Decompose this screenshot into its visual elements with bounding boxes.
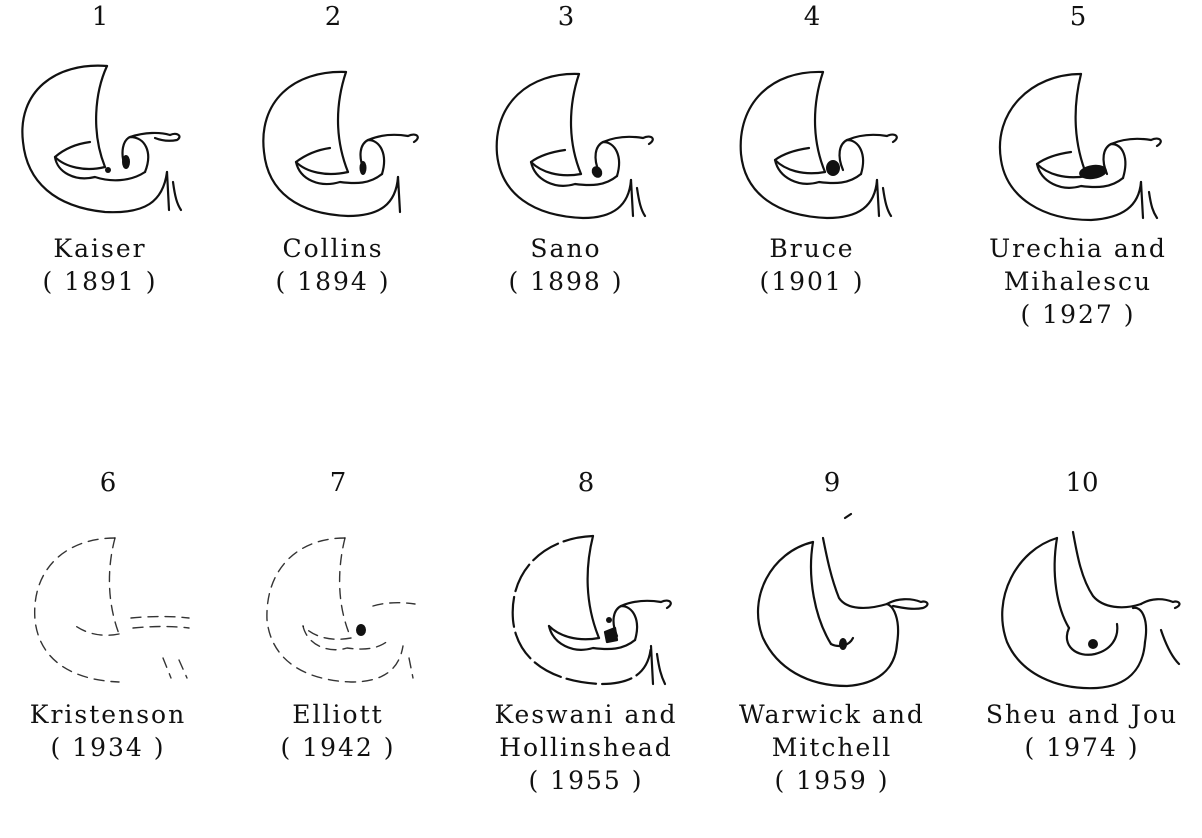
lesion-mark bbox=[605, 628, 617, 642]
author-name-2: Mihalescu bbox=[958, 265, 1198, 298]
author-name: Sheu and Jou bbox=[962, 698, 1202, 731]
panel-3: 3 Sano ( 1898 ) bbox=[446, 2, 686, 298]
panel-4: 4 Bruce (1901 ) bbox=[692, 2, 932, 298]
author-name: Warwick and bbox=[712, 698, 952, 731]
author-name: Elliott bbox=[218, 698, 458, 731]
author-name: Bruce bbox=[692, 232, 932, 265]
panel-number: 8 bbox=[466, 468, 706, 498]
caption: Collins ( 1894 ) bbox=[213, 232, 453, 298]
panel-8: 8 Keswani and Hollinshead ( 1955 ) bbox=[466, 468, 706, 797]
panel-6: 6 Kristenson ( 1934 ) bbox=[0, 468, 228, 764]
year: ( 1927 ) bbox=[958, 298, 1198, 331]
panel-number: 3 bbox=[446, 2, 686, 32]
lesion-mark-small bbox=[606, 617, 612, 623]
spinal-cord-section-drawing bbox=[973, 32, 1183, 232]
year: ( 1974 ) bbox=[962, 731, 1202, 764]
panel-number: 6 bbox=[0, 468, 228, 498]
panel-number: 7 bbox=[218, 468, 458, 498]
year: ( 1942 ) bbox=[218, 731, 458, 764]
lesion-mark-small bbox=[105, 167, 111, 173]
spinal-cord-section-drawing bbox=[3, 498, 213, 698]
panel-number: 5 bbox=[958, 2, 1198, 32]
lesion-mark bbox=[356, 624, 366, 636]
year: ( 1894 ) bbox=[213, 265, 453, 298]
spinal-cord-section-drawing bbox=[0, 32, 205, 232]
spinal-cord-section-drawing bbox=[481, 498, 691, 698]
panel-10: 10 Sheu and Jou ( 1974 ) bbox=[962, 468, 1202, 764]
caption: Elliott ( 1942 ) bbox=[218, 698, 458, 764]
caption: Sheu and Jou ( 1974 ) bbox=[962, 698, 1202, 764]
panel-number: 10 bbox=[962, 468, 1202, 498]
spinal-cord-section-drawing bbox=[707, 32, 917, 232]
author-name: Keswani and bbox=[466, 698, 706, 731]
panel-number: 4 bbox=[692, 2, 932, 32]
caption: Sano ( 1898 ) bbox=[446, 232, 686, 298]
year: ( 1934 ) bbox=[0, 731, 228, 764]
author-name: Kristenson bbox=[0, 698, 228, 731]
year: ( 1959 ) bbox=[712, 764, 952, 797]
caption: Warwick and Mitchell ( 1959 ) bbox=[712, 698, 952, 797]
spinal-cord-section-drawing bbox=[461, 32, 671, 232]
panel-5: 5 Urechia and Mihalescu ( 1927 ) bbox=[958, 2, 1198, 331]
caption: Kaiser ( 1891 ) bbox=[0, 232, 220, 298]
panel-7: 7 Elliott ( 1942 ) bbox=[218, 468, 458, 764]
caption: Urechia and Mihalescu ( 1927 ) bbox=[958, 232, 1198, 331]
year: ( 1955 ) bbox=[466, 764, 706, 797]
panel-number: 2 bbox=[213, 2, 453, 32]
panel-number: 9 bbox=[712, 468, 952, 498]
lesion-mark bbox=[122, 155, 130, 169]
author-name-2: Hollinshead bbox=[466, 731, 706, 764]
year: ( 1891 ) bbox=[0, 265, 220, 298]
lesion-mark bbox=[826, 160, 840, 176]
author-name: Collins bbox=[213, 232, 453, 265]
spinal-cord-section-drawing bbox=[233, 498, 443, 698]
caption: Keswani and Hollinshead ( 1955 ) bbox=[466, 698, 706, 797]
year: (1901 ) bbox=[692, 265, 932, 298]
lesion-mark bbox=[1088, 639, 1098, 649]
spinal-cord-section-drawing bbox=[228, 32, 438, 232]
caption: Kristenson ( 1934 ) bbox=[0, 698, 228, 764]
panel-1: 1 Kaiser ( 1891 ) bbox=[0, 2, 220, 298]
panel-2: 2 Collins ( 1894 ) bbox=[213, 2, 453, 298]
author-name-2: Mitchell bbox=[712, 731, 952, 764]
author-name: Kaiser bbox=[0, 232, 220, 265]
year: ( 1898 ) bbox=[446, 265, 686, 298]
lesion-mark bbox=[590, 164, 605, 179]
lesion-mark bbox=[360, 161, 367, 175]
author-name: Urechia and bbox=[958, 232, 1198, 265]
author-name: Sano bbox=[446, 232, 686, 265]
spinal-cord-section-drawing bbox=[977, 498, 1187, 698]
panel-9: 9 Warwick and Mitchell ( 1959 ) bbox=[712, 468, 952, 797]
panel-number: 1 bbox=[0, 2, 220, 32]
lesion-mark bbox=[839, 638, 847, 650]
caption: Bruce (1901 ) bbox=[692, 232, 932, 298]
spinal-cord-section-drawing bbox=[727, 498, 937, 698]
